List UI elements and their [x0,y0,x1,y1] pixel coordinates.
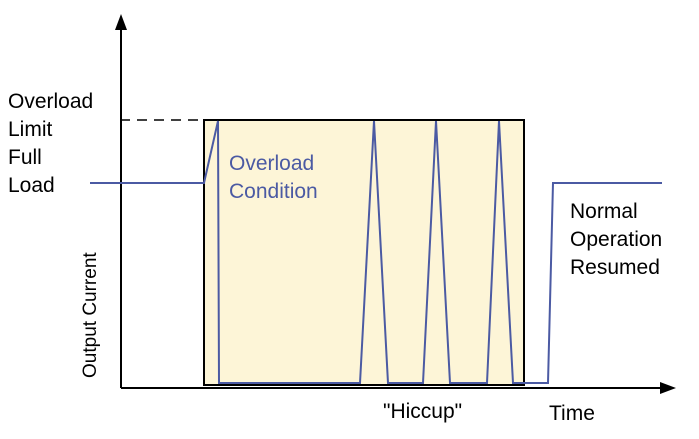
full-load-line1: Full [8,146,42,169]
normal-line3: Resumed [570,256,660,279]
overload-condition-line2: Condition [229,180,318,203]
overload-condition-line1: Overload [229,152,315,175]
y-axis-label: Output Current [80,252,101,378]
x-axis-label: Time [549,402,595,425]
full-load-label: Full Load [8,144,55,200]
y-axis-arrow [115,14,127,30]
overload-condition-label: Overload Condition [229,150,318,206]
output-current-signal [90,120,662,384]
x-axis-arrow [660,382,676,394]
normal-line1: Normal [570,200,638,223]
overload-limit-line1: Overload [8,90,94,113]
overload-limit-line2: Limit [8,118,53,141]
hiccup-label: "Hiccup" [383,400,463,423]
normal-operation-label: Normal Operation Resumed [570,198,662,282]
overload-limit-label: Overload Limit [8,88,93,144]
overload-region-box [203,119,525,386]
normal-line2: Operation [570,228,663,251]
full-load-line2: Load [8,174,55,197]
